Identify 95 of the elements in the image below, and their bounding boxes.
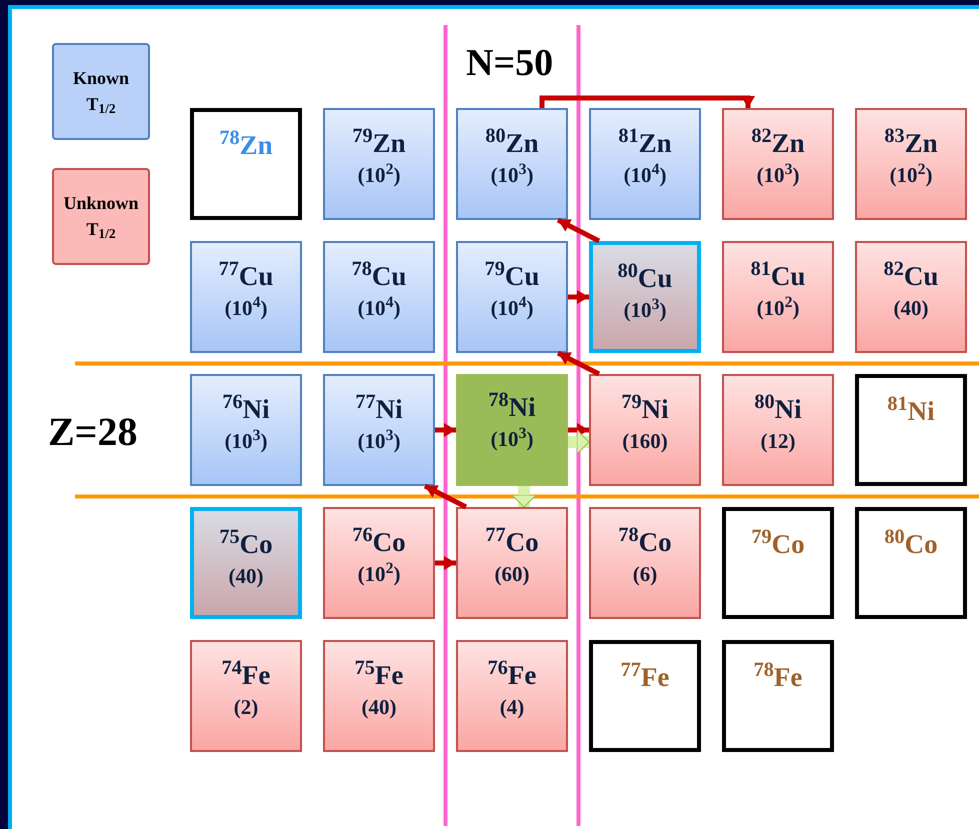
arrow — [568, 290, 589, 304]
half-life-value: (10$^{3}$) — [624, 300, 666, 321]
half-life-value: (6) — [632, 564, 658, 585]
nuclide-cell — [456, 507, 568, 619]
arrow — [435, 556, 456, 570]
nuclide-symbol: $^{78}$Zn — [219, 132, 273, 159]
nuclide-cell — [589, 507, 701, 619]
nuclide-symbol: $^{80}$Ni — [754, 396, 802, 423]
nuclide-symbol: $^{76}$Ni — [222, 396, 270, 423]
nuclide-cell — [456, 640, 568, 752]
empty-nuclide-cell — [589, 640, 701, 752]
nuclide-cell — [190, 241, 302, 353]
nuclide-cell — [456, 374, 568, 486]
nuclide-symbol: $^{78}$Ni — [488, 394, 536, 421]
half-life-value: (10$^{2}$) — [358, 564, 400, 585]
half-life-value: (2) — [234, 697, 258, 718]
arrow — [556, 218, 600, 244]
nuclide-cell — [323, 241, 435, 353]
empty-nuclide-cell — [190, 108, 302, 220]
nuclide-cell — [589, 374, 701, 486]
nuclide-cell — [589, 241, 701, 353]
nuclide-symbol: $^{74}$Fe — [222, 662, 270, 689]
half-life-value: (160) — [622, 431, 668, 452]
nuclide-symbol: $^{77}$Fe — [620, 664, 670, 691]
nuclide-symbol: $^{80}$Zn — [485, 130, 539, 157]
nuclide-symbol: $^{83}$Zn — [884, 130, 938, 157]
half-life-value: (12) — [760, 431, 796, 452]
magic-number-label: Z=28 — [48, 412, 138, 452]
nuclide-cell — [323, 640, 435, 752]
half-life-value: (40) — [228, 566, 264, 587]
magic-number-label: N=50 — [466, 44, 554, 82]
half-life-value: (10$^{2}$) — [890, 165, 932, 186]
nuclide-cell — [323, 507, 435, 619]
nuclide-cell — [190, 640, 302, 752]
half-life-value: (10$^{3}$) — [358, 431, 400, 452]
half-life-value: (60) — [494, 564, 530, 585]
nuclide-symbol: $^{81}$Zn — [618, 130, 672, 157]
half-life-value: (10$^{4}$) — [358, 298, 400, 319]
arrow — [568, 423, 589, 437]
nuclide-symbol: $^{81}$Ni — [887, 398, 935, 425]
half-life-value: (10$^{3}$) — [490, 429, 534, 450]
nuclide-symbol: $^{79}$Cu — [484, 263, 540, 290]
half-life-value: (10$^{2}$) — [358, 165, 400, 186]
nuclide-cell — [855, 241, 967, 353]
nuclide-symbol: $^{79}$Co — [751, 531, 805, 558]
nuclide-symbol: $^{75}$Fe — [354, 662, 404, 689]
nuclide-symbol: $^{79}$Zn — [352, 130, 406, 157]
nuclide-cell — [722, 374, 834, 486]
nuclide-cell — [722, 108, 834, 220]
nuclide-symbol: $^{78}$Fe — [754, 664, 802, 691]
nuclide-cell — [855, 108, 967, 220]
legend-label: Known T$_{1/2}$ — [72, 67, 130, 117]
nuclide-cell — [323, 108, 435, 220]
half-life-value: (40) — [894, 298, 928, 319]
half-life-value: (10$^{3}$) — [224, 431, 268, 452]
half-life-value: (40) — [362, 697, 396, 718]
nuclide-cell — [456, 241, 568, 353]
half-life-value: (10$^{3}$) — [490, 165, 534, 186]
nuclide-cell — [722, 241, 834, 353]
nuclide-symbol: $^{80}$Co — [884, 531, 938, 558]
nuclide-symbol: $^{81}$Cu — [750, 263, 806, 290]
nuclide-symbol: $^{77}$Co — [485, 529, 539, 556]
nuclide-cell — [589, 108, 701, 220]
half-life-value: (10$^{2}$) — [756, 298, 800, 319]
nuclide-symbol: $^{77}$Cu — [218, 263, 274, 290]
nuclide-symbol: $^{82}$Zn — [751, 130, 805, 157]
half-life-value: (10$^{4}$) — [224, 298, 268, 319]
half-life-value: (4) — [500, 697, 524, 718]
empty-nuclide-cell — [855, 374, 967, 486]
nuclide-symbol: $^{77}$Ni — [355, 396, 403, 423]
empty-nuclide-cell — [722, 507, 834, 619]
nuclide-cell — [323, 374, 435, 486]
nuclide-symbol: $^{78}$Co — [618, 529, 672, 556]
nuclide-symbol: $^{75}$Co — [219, 531, 273, 558]
arrow — [556, 350, 600, 376]
nuclide-symbol: $^{79}$Ni — [621, 396, 669, 423]
arrow — [424, 484, 468, 510]
nuclide-symbol: $^{76}$Co — [352, 529, 406, 556]
half-life-value: (10$^{4}$) — [490, 298, 534, 319]
arrow — [540, 96, 755, 108]
legend-label: Unknown T$_{1/2}$ — [62, 192, 140, 242]
nuclide-symbol: $^{78}$Cu — [352, 263, 406, 290]
nuclide-cell — [190, 507, 302, 619]
nuclide-symbol: $^{82}$Cu — [884, 263, 938, 290]
empty-nuclide-cell — [722, 640, 834, 752]
arrow — [435, 423, 456, 437]
nuclide-cell — [190, 374, 302, 486]
arrow — [512, 486, 536, 508]
empty-nuclide-cell — [855, 507, 967, 619]
half-life-value: (10$^{4}$) — [624, 165, 666, 186]
nuclide-symbol: $^{80}$Cu — [618, 265, 672, 292]
half-life-value: (10$^{3}$) — [756, 165, 800, 186]
nuclide-symbol: $^{76}$Fe — [488, 662, 536, 689]
arrow — [568, 430, 590, 454]
nuclide-cell — [456, 108, 568, 220]
